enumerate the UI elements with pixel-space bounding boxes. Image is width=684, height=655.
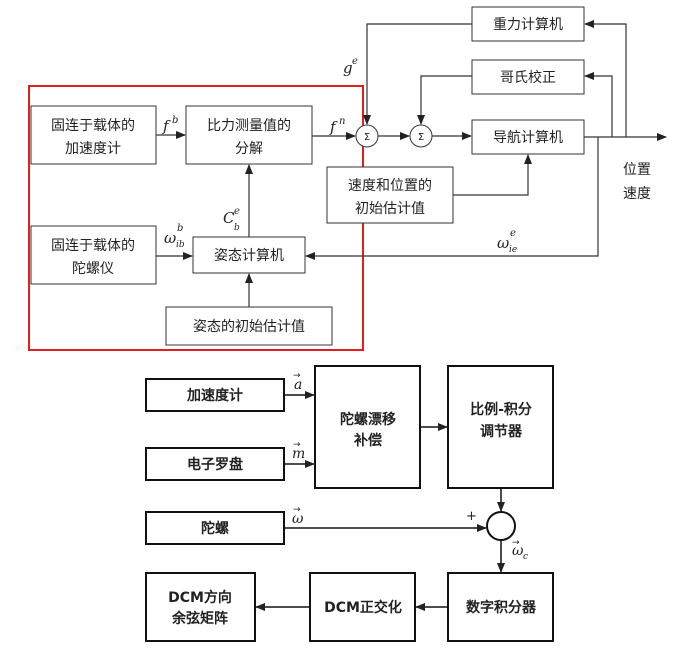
- c-sub: b: [234, 223, 240, 233]
- output-velocity: 速度: [623, 186, 651, 202]
- f-b-symbol: f: [162, 117, 171, 135]
- vec-omega-label: ω: [292, 511, 304, 527]
- vec-omega-c-arrow: →: [512, 538, 520, 548]
- omega-ie-sub: ie: [509, 245, 517, 255]
- accelerometer-block: [30, 105, 157, 165]
- pi-controller-block: [447, 365, 554, 489]
- dcm-matrix-block: [145, 572, 256, 642]
- gyro-label: 陀螺: [201, 520, 229, 537]
- plus-sign: +: [466, 509, 477, 524]
- gravity-computer-label: 重力计算机: [493, 17, 563, 33]
- f-n-sup: n: [339, 116, 345, 127]
- attitude-computer-block: [192, 236, 306, 274]
- omega-ib-symbol: ω: [164, 229, 176, 247]
- accel-block-line2: 加速度计: [65, 141, 121, 157]
- attitude-init-block: [165, 306, 333, 346]
- dcm-matrix-line2: 余弦矩阵: [171, 610, 228, 627]
- pi-controller-line1: 比例-积分: [470, 401, 532, 418]
- nav-computer-block: [471, 119, 585, 155]
- nav-computer-label: 导航计算机: [493, 130, 563, 146]
- bottom-diagram: 加速度计 电子罗盘 陀螺 陀螺漂移 补偿 比例-积分 调节器 数字积分器 DCM…: [145, 365, 554, 642]
- vec-omega-c-label: ω: [512, 543, 524, 559]
- accelerometer-input-block: [145, 378, 285, 412]
- integrator-block: [447, 572, 554, 642]
- top-connections: [156, 20, 667, 307]
- gyro-block-line2: 陀螺仪: [72, 261, 114, 277]
- omega-ib-sub: ib: [176, 240, 185, 250]
- vec-omega-arrow: →: [293, 505, 301, 515]
- dcm-matrix-line1: DCM方向: [168, 589, 232, 606]
- g-e-sup: e: [352, 56, 358, 67]
- accel-block-line1: 固连于载体的: [51, 118, 135, 134]
- bottom-sum-junction: [486, 511, 516, 541]
- c-symbol: C: [223, 209, 235, 227]
- vel-pos-init-block: [326, 166, 454, 224]
- coriolis-label: 哥氏校正: [500, 69, 556, 86]
- drift-comp-line1: 陀螺漂移: [340, 411, 396, 428]
- omega-ie-sup: e: [510, 228, 516, 239]
- resolve-block: [185, 105, 313, 165]
- resolve-block-line1: 比力测量值的: [207, 118, 291, 134]
- pi-controller-line2: 调节器: [480, 423, 523, 440]
- dcm-ortho-label: DCM正交化: [324, 599, 402, 616]
- f-b-sup: b: [172, 115, 178, 126]
- omega-ie-symbol: ω: [497, 234, 509, 252]
- vec-a-arrow: →: [293, 371, 301, 381]
- vel-pos-init-line2: 初始估计值: [355, 200, 425, 217]
- gyro-block-line1: 固连于载体的: [51, 238, 135, 254]
- drift-comp-block: [314, 365, 421, 489]
- sum-symbol-1: Σ: [364, 132, 370, 143]
- compass-label: 电子罗盘: [187, 456, 243, 473]
- vel-pos-init-line1: 速度和位置的: [348, 178, 432, 194]
- top-diagram: 固连于载体的 加速度计 比力测量值的 分解 固连于载体的 陀螺仪 姿态计算机 姿…: [28, 6, 667, 351]
- accelerometer-label: 加速度计: [186, 387, 243, 404]
- omega-ib-sup: b: [177, 223, 183, 234]
- c-sup: e: [234, 206, 240, 217]
- vec-omega-c-sub: c: [523, 552, 528, 562]
- output-position: 位置: [623, 162, 651, 178]
- attitude-init-label: 姿态的初始估计值: [193, 318, 305, 335]
- f-n-symbol: f: [329, 118, 338, 136]
- resolve-block-line2: 分解: [235, 141, 263, 157]
- g-e-symbol: g: [343, 59, 353, 77]
- integrator-label: 数字积分器: [466, 599, 537, 616]
- vec-m-arrow: →: [293, 440, 301, 450]
- bottom-connections: [255, 391, 505, 611]
- vec-m-label: m: [292, 446, 305, 462]
- drift-comp-line2: 补偿: [353, 432, 382, 449]
- sum-symbol-2: Σ: [418, 132, 424, 143]
- attitude-computer-label: 姿态计算机: [214, 248, 284, 264]
- vec-a-label: a: [294, 377, 302, 393]
- coriolis-block: [471, 59, 585, 95]
- gyro-block: [30, 225, 157, 285]
